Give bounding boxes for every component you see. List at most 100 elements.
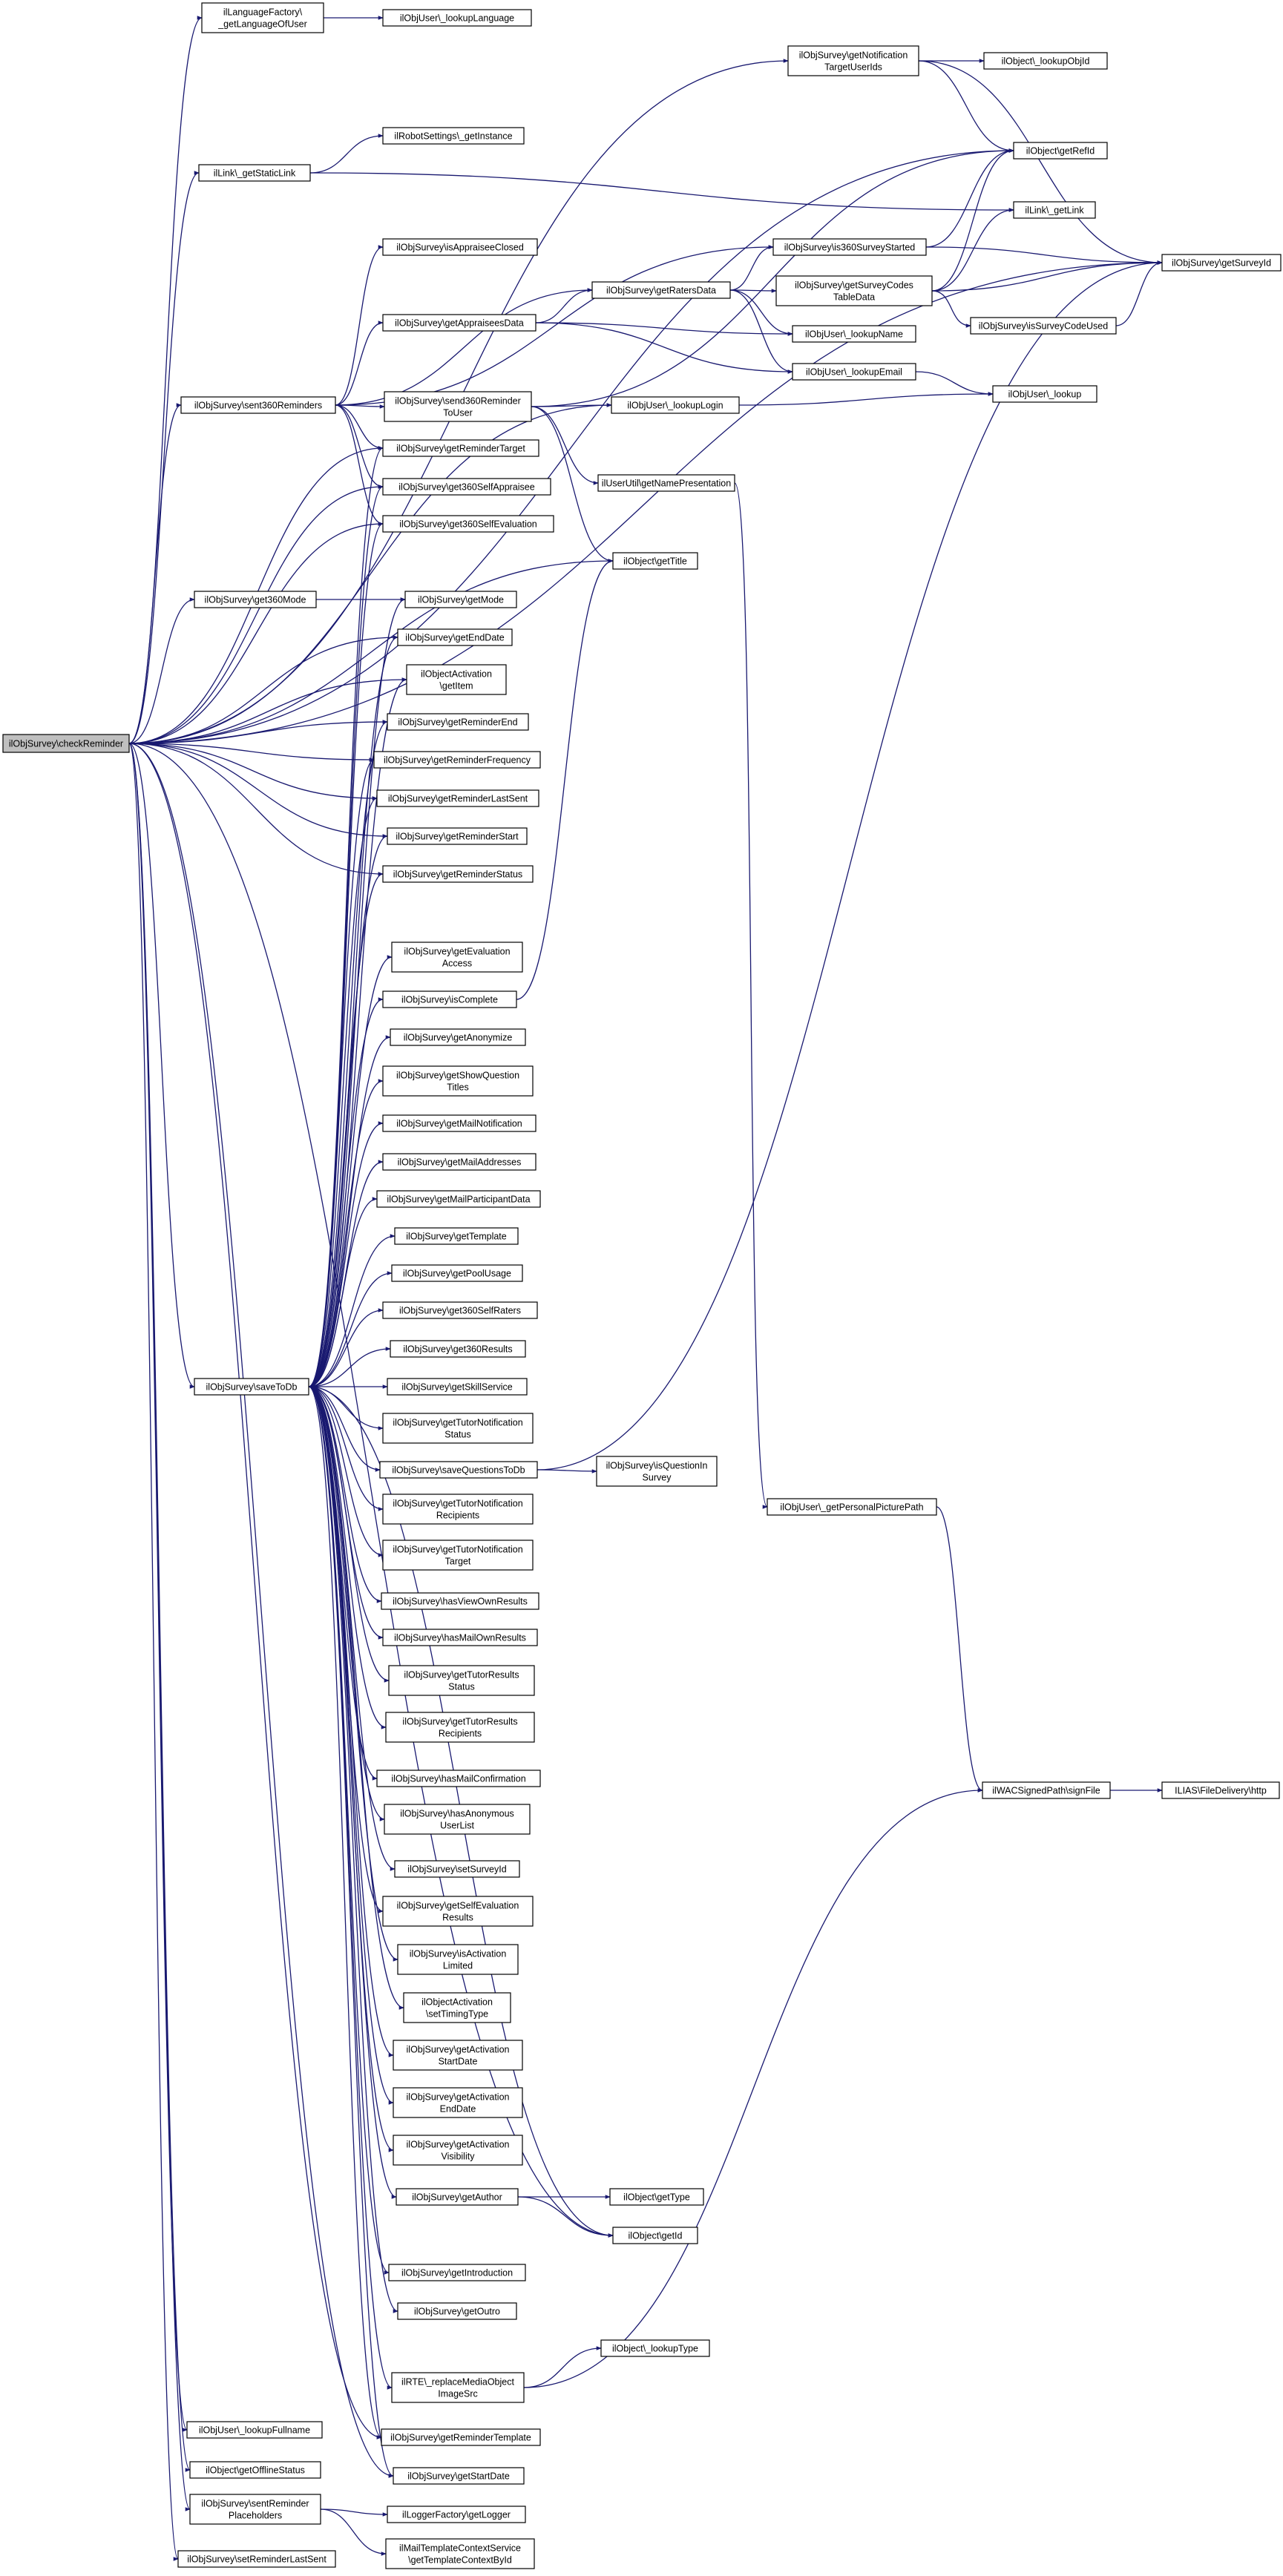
node-box xyxy=(600,2339,710,2357)
node-ilobjsurvey-getstartdate[interactable]: ilObjSurvey\getStartDate xyxy=(393,2467,525,2485)
node-ilobjectactivation-getitem[interactable]: ilObjectActivation\getItem xyxy=(406,664,507,695)
node-ilobjsurvey-getsurveyid[interactable]: ilObjSurvey\getSurveyId xyxy=(1161,254,1282,272)
node-box xyxy=(597,474,735,492)
node-ilwacsignedpath-signfile[interactable]: ilWACSignedPath\signFile xyxy=(982,1781,1111,1799)
node-ilobjsurvey-get360selfappraisee[interactable]: ilObjSurvey\get360SelfAppraisee xyxy=(382,478,551,496)
node-ilobjsurvey-getmailparticipantdata[interactable]: ilObjSurvey\getMailParticipantData xyxy=(376,1190,541,1208)
node-ilobjsurvey-getpoolusage[interactable]: ilObjSurvey\getPoolUsage xyxy=(391,1264,523,1282)
node-ilobjsurvey-getintroduction[interactable]: ilObjSurvey\getIntroduction xyxy=(388,2264,526,2281)
node-ilobjsurvey-get360mode[interactable]: ilObjSurvey\get360Mode xyxy=(194,591,317,608)
node-box xyxy=(397,1944,519,1975)
node-ilobjsurvey-setsurveyid[interactable]: ilObjSurvey\setSurveyId xyxy=(394,1860,520,1878)
node-box xyxy=(396,2188,519,2206)
node-ilobjsurvey-gettemplate[interactable]: ilObjSurvey\getTemplate xyxy=(394,1227,519,1245)
node-illanguagefactory-getlanguageofuser[interactable]: ilLanguageFactory\_getLanguageOfUser xyxy=(201,2,324,33)
node-label: ilLink\_getLink xyxy=(1025,206,1084,216)
node-ilobjuser-lookuplanguage[interactable]: ilObjUser\_lookupLanguage xyxy=(382,9,532,27)
node-ilobjsurvey-get360selfraters[interactable]: ilObjSurvey\get360SelfRaters xyxy=(382,1301,538,1319)
node-ilmailtemplatecontextservice-gettemplatecontextbyid[interactable]: ilMailTemplateContextService\getTemplate… xyxy=(385,2538,535,2569)
node-illink-getstaticlink[interactable]: ilLink\_getStaticLink xyxy=(198,164,311,182)
node-ilobjuser-lookupemail[interactable]: ilObjUser\_lookupEmail xyxy=(792,363,916,381)
node-ilobjsurvey-sent360reminders[interactable]: ilObjSurvey\sent360Reminders xyxy=(180,396,336,414)
node-ilobjsurvey-hasmailownresults[interactable]: ilObjSurvey\hasMailOwnResults xyxy=(382,1629,538,1646)
node-ilobjsurvey-get360selfevaluation[interactable]: ilObjSurvey\get360SelfEvaluation xyxy=(382,515,554,533)
node-ilobjsurvey-getoutro[interactable]: ilObjSurvey\getOutro xyxy=(397,2302,517,2320)
node-ilobjsurvey-getreminderlastsent[interactable]: ilObjSurvey\getReminderLastSent xyxy=(376,789,539,807)
node-ilobjsurvey-getremindertarget[interactable]: ilObjSurvey\getReminderTarget xyxy=(382,439,539,457)
edge-n0-to-n29 xyxy=(128,635,398,744)
node-label: ilObjSurvey\getReminderFrequency xyxy=(384,755,531,766)
edge-n0-to-n33 xyxy=(128,743,378,801)
node-ilobject-lookupobjid[interactable]: ilObject\_lookupObjId xyxy=(983,52,1108,70)
node-ilobjsurvey-getmailnotification[interactable]: ilObjSurvey\getMailNotification xyxy=(382,1114,537,1132)
node-ilobjsurvey-iscomplete[interactable]: ilObjSurvey\isComplete xyxy=(382,990,517,1008)
node-ilobjsurvey-getreminderfrequency[interactable]: ilObjSurvey\getReminderFrequency xyxy=(373,751,541,769)
node-ilobjsurvey-hasmailconfirmation[interactable]: ilObjSurvey\hasMailConfirmation xyxy=(376,1770,541,1787)
node-ilobjsurvey-savetodb[interactable]: ilObjSurvey\saveToDb xyxy=(194,1378,309,1396)
node-ilobjsurvey-setreminderlastsent[interactable]: ilObjSurvey\setReminderLastSent xyxy=(177,2550,336,2568)
node-ilobject-getid[interactable]: ilObject\getId xyxy=(612,2227,698,2244)
node-ilobjsurvey-getmode[interactable]: ilObjSurvey\getMode xyxy=(404,591,517,608)
node-ilobjectactivation-settimingtype[interactable]: ilObjectActivation\setTimingType xyxy=(403,1992,511,2023)
node-ilobjsurvey-is360surveystarted[interactable]: ilObjSurvey\is360SurveyStarted xyxy=(772,238,927,256)
node-ilobjsurvey-getreminderend[interactable]: ilObjSurvey\getReminderEnd xyxy=(387,713,529,731)
node-ilobjsurvey-gettutornotificationrecipients[interactable]: ilObjSurvey\getTutorNotificationRecipien… xyxy=(382,1494,534,1525)
node-ilobject-getrefid[interactable]: ilObject\getRefId xyxy=(1013,142,1108,160)
node-ilobjsurvey-isappraiseeclosed[interactable]: ilObjSurvey\isAppraiseeClosed xyxy=(382,238,538,256)
node-label: Recipients xyxy=(436,1511,479,1521)
node-ilobject-gettitle[interactable]: ilObject\getTitle xyxy=(612,552,698,570)
node-box xyxy=(382,1065,534,1097)
node-ilobjuser-lookuplogin[interactable]: ilObjUser\_lookupLogin xyxy=(611,396,740,414)
node-ilrobotsettings-getinstance[interactable]: ilRobotSettings\_getInstance xyxy=(382,127,525,145)
node-ilobject-gettype[interactable]: ilObject\getType xyxy=(609,2188,704,2206)
node-ilias-filedelivery-http[interactable]: ILIAS\FileDelivery\http xyxy=(1161,1781,1280,1799)
node-ilobjsurvey-getskillservice[interactable]: ilObjSurvey\getSkillService xyxy=(387,1378,528,1396)
node-box xyxy=(387,2506,526,2523)
node-ilobjsurvey-getremindertemplate[interactable]: ilObjSurvey\getReminderTemplate xyxy=(381,2428,541,2446)
node-ilobjsurvey-issurveycodeused[interactable]: ilObjSurvey\isSurveyCodeUsed xyxy=(970,317,1117,335)
node-ilobjsurvey-getappraiseesdata[interactable]: ilObjSurvey\getAppraiseesData xyxy=(382,314,537,332)
node-ilobjsurvey-hasviewownresults[interactable]: ilObjSurvey\hasViewOwnResults xyxy=(381,1592,539,1610)
node-ilobjsurvey-getmailaddresses[interactable]: ilObjSurvey\getMailAddresses xyxy=(382,1153,537,1171)
node-ilobjuser-lookupname[interactable]: ilObjUser\_lookupName xyxy=(792,325,916,343)
node-ilobjsurvey-getratersdata[interactable]: ilObjSurvey\getRatersData xyxy=(591,281,731,299)
node-box xyxy=(393,2467,525,2485)
node-ilobjuser-getpersonalpicturepath[interactable]: ilObjUser\_getPersonalPicturePath xyxy=(767,1498,937,1516)
node-ilobject-getofflinestatus[interactable]: ilObject\getOfflineStatus xyxy=(189,2461,321,2479)
node-illink-getlink[interactable]: ilLink\_getLink xyxy=(1013,201,1096,219)
node-ilobjsurvey-getauthor[interactable]: ilObjSurvey\getAuthor xyxy=(396,2188,519,2206)
node-illoggerfactory-getlogger[interactable]: ilLoggerFactory\getLogger xyxy=(387,2506,526,2523)
node-ilobjsurvey-getenddate[interactable]: ilObjSurvey\getEndDate xyxy=(397,628,513,646)
node-iluserutil-getnamepresentation[interactable]: ilUserUtil\getNamePresentation xyxy=(597,474,735,492)
node-ilobjsurvey-checkreminder[interactable]: ilObjSurvey\checkReminder xyxy=(2,734,130,753)
edge-n47-to-n44 xyxy=(308,1271,393,1387)
node-ilobjuser-lookup[interactable]: ilObjUser\_lookup xyxy=(992,385,1097,403)
node-ilobjsurvey-savequestionstodb[interactable]: ilObjSurvey\saveQuestionsToDb xyxy=(379,1461,538,1479)
node-ilobjsurvey-get360results[interactable]: ilObjSurvey\get360Results xyxy=(390,1340,526,1358)
node-ilobjuser-lookupfullname[interactable]: ilObjUser\_lookupFullname xyxy=(186,2421,323,2439)
node-ilobjsurvey-getanonymize[interactable]: ilObjSurvey\getAnonymize xyxy=(390,1028,526,1046)
edge-n0-to-n13 xyxy=(128,260,1163,744)
node-label: ilMailTemplateContextService xyxy=(399,2543,521,2554)
node-ilobjsurvey-getreminderstart[interactable]: ilObjSurvey\getReminderStart xyxy=(387,827,528,845)
node-ilobjsurvey-getreminderstatus[interactable]: ilObjSurvey\getReminderStatus xyxy=(382,865,534,883)
node-ilobject-lookuptype[interactable]: ilObject\_lookupType xyxy=(600,2339,710,2357)
